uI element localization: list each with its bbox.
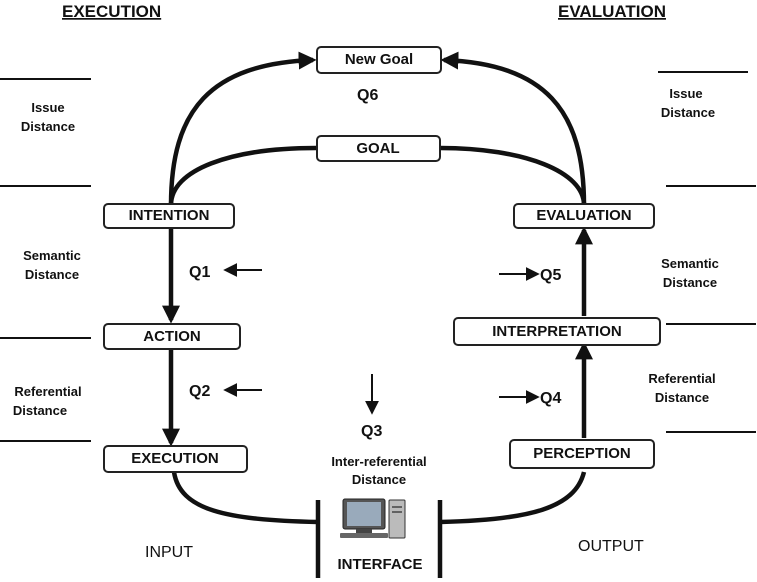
goal-arc-left xyxy=(168,145,317,206)
action-box: ACTION xyxy=(103,323,241,350)
left-referential-label-1: Referential xyxy=(14,384,81,399)
new-goal-arrow-left xyxy=(168,51,317,206)
q1-label: Q1 xyxy=(189,264,210,281)
goal-box: GOAL xyxy=(316,135,441,162)
right-issue-label-1: Issue xyxy=(669,86,702,101)
q2-label: Q2 xyxy=(189,383,210,400)
left-referential-label-2: Distance xyxy=(13,403,67,418)
q6-label: Q6 xyxy=(357,87,378,104)
input-label: INPUT xyxy=(145,544,193,561)
left-issue-label-1: Issue xyxy=(31,100,64,115)
new-goal-box: New Goal xyxy=(316,46,442,74)
execution-header: EXECUTION xyxy=(62,2,161,21)
inter-referential-label-2: Distance xyxy=(352,472,406,487)
interpretation-box: INTERPRETATION xyxy=(453,317,661,346)
evaluation-label: EVALUATION xyxy=(536,207,631,224)
execution-to-interface-path xyxy=(171,471,319,525)
right-referential-label-1: Referential xyxy=(648,371,715,386)
inter-referential-label-1: Inter-referential xyxy=(331,454,426,469)
right-semantic-label-1: Semantic xyxy=(661,256,719,271)
new-goal-arrow-right xyxy=(440,51,587,206)
q3-label: Q3 xyxy=(361,423,382,440)
right-issue-label-2: Distance xyxy=(661,105,715,120)
q4-label: Q4 xyxy=(540,390,561,407)
execution-label: EXECUTION xyxy=(131,450,219,467)
intention-label: INTENTION xyxy=(129,207,210,224)
evaluation-header: EVALUATION xyxy=(558,2,666,21)
right-referential-label-2: Distance xyxy=(655,390,709,405)
left-semantic-label-2: Distance xyxy=(25,267,79,282)
left-issue-label-2: Distance xyxy=(21,119,75,134)
perception-box: PERCEPTION xyxy=(509,439,655,469)
interface-to-perception-path xyxy=(439,471,587,525)
output-label: OUTPUT xyxy=(578,538,644,555)
new-goal-label: New Goal xyxy=(345,51,413,68)
action-label: ACTION xyxy=(143,328,201,345)
left-semantic-label-1: Semantic xyxy=(23,248,81,263)
perception-label: PERCEPTION xyxy=(533,445,631,462)
interface-label: INTERFACE xyxy=(337,556,422,573)
goal-label: GOAL xyxy=(356,140,399,157)
q5-label: Q5 xyxy=(540,267,561,284)
right-semantic-label-2: Distance xyxy=(663,275,717,290)
goal-arc-right xyxy=(439,145,587,206)
execution-box: EXECUTION xyxy=(103,445,248,473)
intention-box: INTENTION xyxy=(103,203,235,229)
interpretation-label: INTERPRETATION xyxy=(492,323,621,340)
computer-icon xyxy=(340,498,406,539)
evaluation-box: EVALUATION xyxy=(513,203,655,229)
